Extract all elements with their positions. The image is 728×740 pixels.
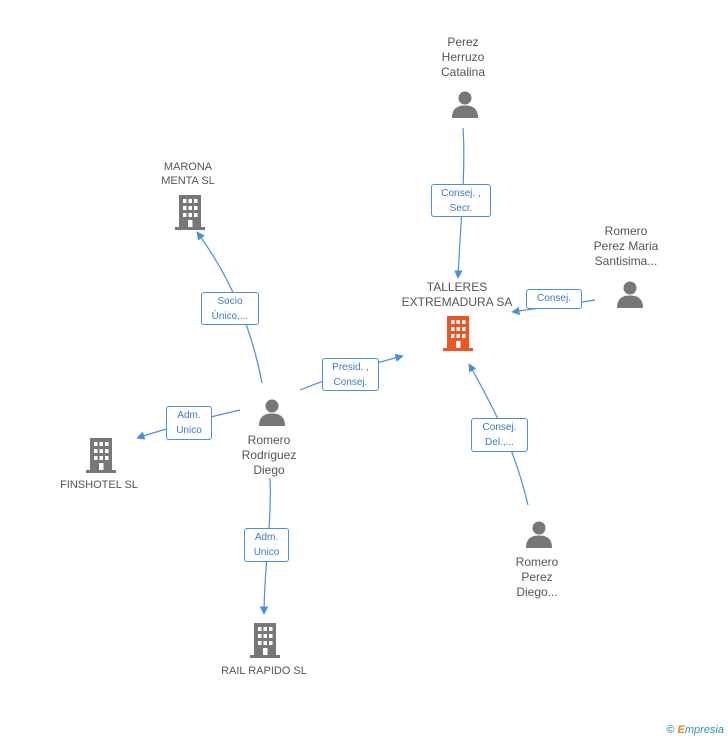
- node-label-romero-santisima[interactable]: Romero Perez Maria Santisima...: [576, 224, 676, 269]
- brand-name: mpresia: [684, 724, 724, 736]
- label-line: MENTA SL: [161, 175, 215, 187]
- role-line: Socio: [217, 296, 243, 307]
- label-line: Santisima...: [594, 254, 658, 268]
- role-line: Adm.: [254, 532, 279, 543]
- role-line: Consej. ,: [441, 188, 481, 199]
- node-label-romero-rodriguez[interactable]: Romero Rodriguez Diego: [219, 433, 319, 478]
- label-line: Romero: [247, 433, 291, 447]
- building-icon[interactable]: [250, 623, 280, 658]
- person-icon[interactable]: [617, 281, 643, 309]
- label-line: EXTREMADURA SA: [401, 295, 513, 309]
- role-line: Presid. ,: [332, 362, 369, 373]
- edge-role-label[interactable]: Consej.: [526, 289, 582, 309]
- building-icon[interactable]: [175, 195, 205, 230]
- role-line: Consej.: [482, 422, 517, 433]
- label-line: Herruzo: [441, 50, 485, 64]
- label-line: Perez: [447, 35, 479, 49]
- role-line: Adm.: [177, 410, 201, 421]
- edge-role-label[interactable]: Socio Único,...: [201, 292, 259, 325]
- node-label-marona[interactable]: MARONA MENTA SL: [138, 160, 238, 188]
- label-line: Rodriguez: [241, 448, 297, 462]
- role-line: Consej.: [333, 377, 368, 388]
- person-icon[interactable]: [452, 91, 478, 119]
- label-line: Perez: [521, 570, 553, 584]
- role-line: Consej.: [537, 293, 571, 304]
- label-line: MARONA: [163, 161, 213, 173]
- node-label-rail-rapido[interactable]: RAIL RAPIDO SL: [204, 664, 324, 678]
- edge-role-label[interactable]: Consej. , Secr.: [431, 184, 491, 217]
- label-line: RAIL RAPIDO SL: [221, 665, 307, 677]
- edge-role-label[interactable]: Adm. Unico: [166, 406, 212, 440]
- role-line: Unico: [176, 425, 202, 436]
- person-icon[interactable]: [259, 399, 285, 427]
- building-icon[interactable]: [86, 438, 116, 473]
- node-label-talleres[interactable]: TALLERES EXTREMADURA SA: [387, 280, 527, 310]
- building-icon[interactable]: [443, 316, 473, 351]
- edge-role-label[interactable]: Adm. Unico: [244, 528, 289, 562]
- label-line: Diego...: [516, 585, 558, 599]
- edge-role-label[interactable]: Consej. Del.,...: [471, 418, 528, 452]
- label-line: Perez Maria: [593, 239, 659, 253]
- role-line: Secr.: [449, 203, 473, 214]
- node-label-finshotel[interactable]: FINSHOTEL SL: [44, 478, 154, 492]
- label-line: Diego: [253, 463, 285, 477]
- copyright-symbol: ©: [666, 724, 675, 736]
- role-line: Del.,...: [485, 437, 514, 448]
- label-line: FINSHOTEL SL: [60, 479, 138, 491]
- node-label-romero-diego[interactable]: Romero Perez Diego...: [487, 555, 587, 600]
- edge-role-label[interactable]: Presid. , Consej.: [322, 358, 379, 391]
- role-line: Unico: [253, 547, 280, 558]
- brand-footer: © Empresia: [666, 724, 724, 736]
- brand-initial: E: [677, 724, 685, 736]
- label-line: Romero: [604, 224, 648, 238]
- label-line: Catalina: [440, 65, 486, 79]
- person-icon[interactable]: [526, 521, 552, 549]
- label-line: Romero: [515, 555, 559, 569]
- label-line: TALLERES: [426, 280, 488, 294]
- role-line: Único,...: [211, 311, 249, 322]
- node-label-perez-herruzo[interactable]: Perez Herruzo Catalina: [413, 35, 513, 80]
